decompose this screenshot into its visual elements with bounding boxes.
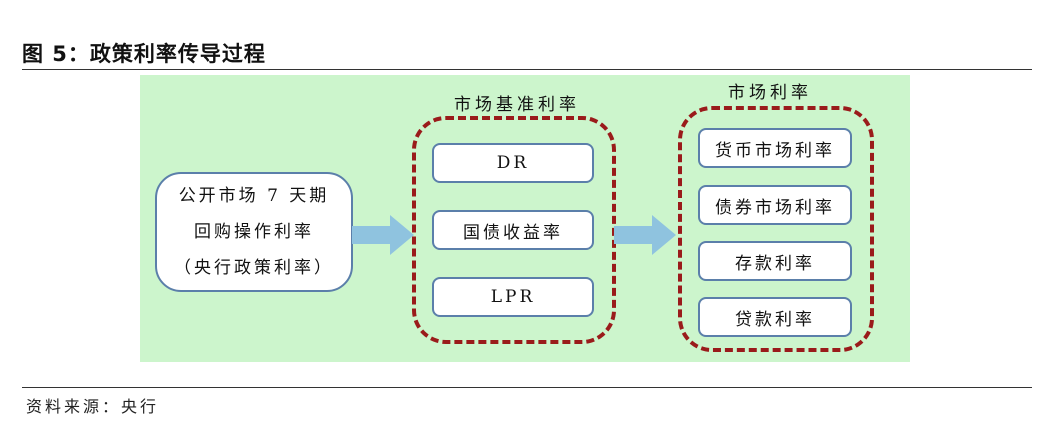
source-note: 资料来源：央行: [26, 397, 160, 416]
arrow-right-icon: [614, 215, 676, 255]
policy-rate-line-3: （央行政策利率）: [174, 258, 334, 278]
benchmark-item-dr: DR: [432, 143, 594, 183]
market-rate-bond-market: 债券市场利率: [698, 185, 852, 225]
policy-rate-box: 公开市场 7 天期 回购操作利率 （央行政策利率）: [155, 172, 353, 292]
benchmark-item-treasury-yield: 国债收益率: [432, 210, 594, 250]
policy-rate-line-1: 公开市场 7 天期: [178, 186, 330, 206]
market-benchmark-label: 市场基准利率: [454, 95, 580, 115]
figure-title: 图 5：政策利率传导过程: [22, 42, 266, 66]
bottom-rule: [22, 387, 1032, 388]
market-rate-deposit: 存款利率: [698, 241, 852, 281]
market-rates-label: 市场利率: [728, 83, 812, 103]
top-rule: [22, 69, 1032, 70]
policy-rate-line-2: 回购操作利率: [194, 222, 314, 242]
arrow-right-icon: [352, 215, 414, 255]
market-rate-loan: 贷款利率: [698, 297, 852, 337]
market-rate-money-market: 货币市场利率: [698, 128, 852, 168]
benchmark-item-lpr: LPR: [432, 277, 594, 317]
market-rates-group: [678, 106, 874, 352]
